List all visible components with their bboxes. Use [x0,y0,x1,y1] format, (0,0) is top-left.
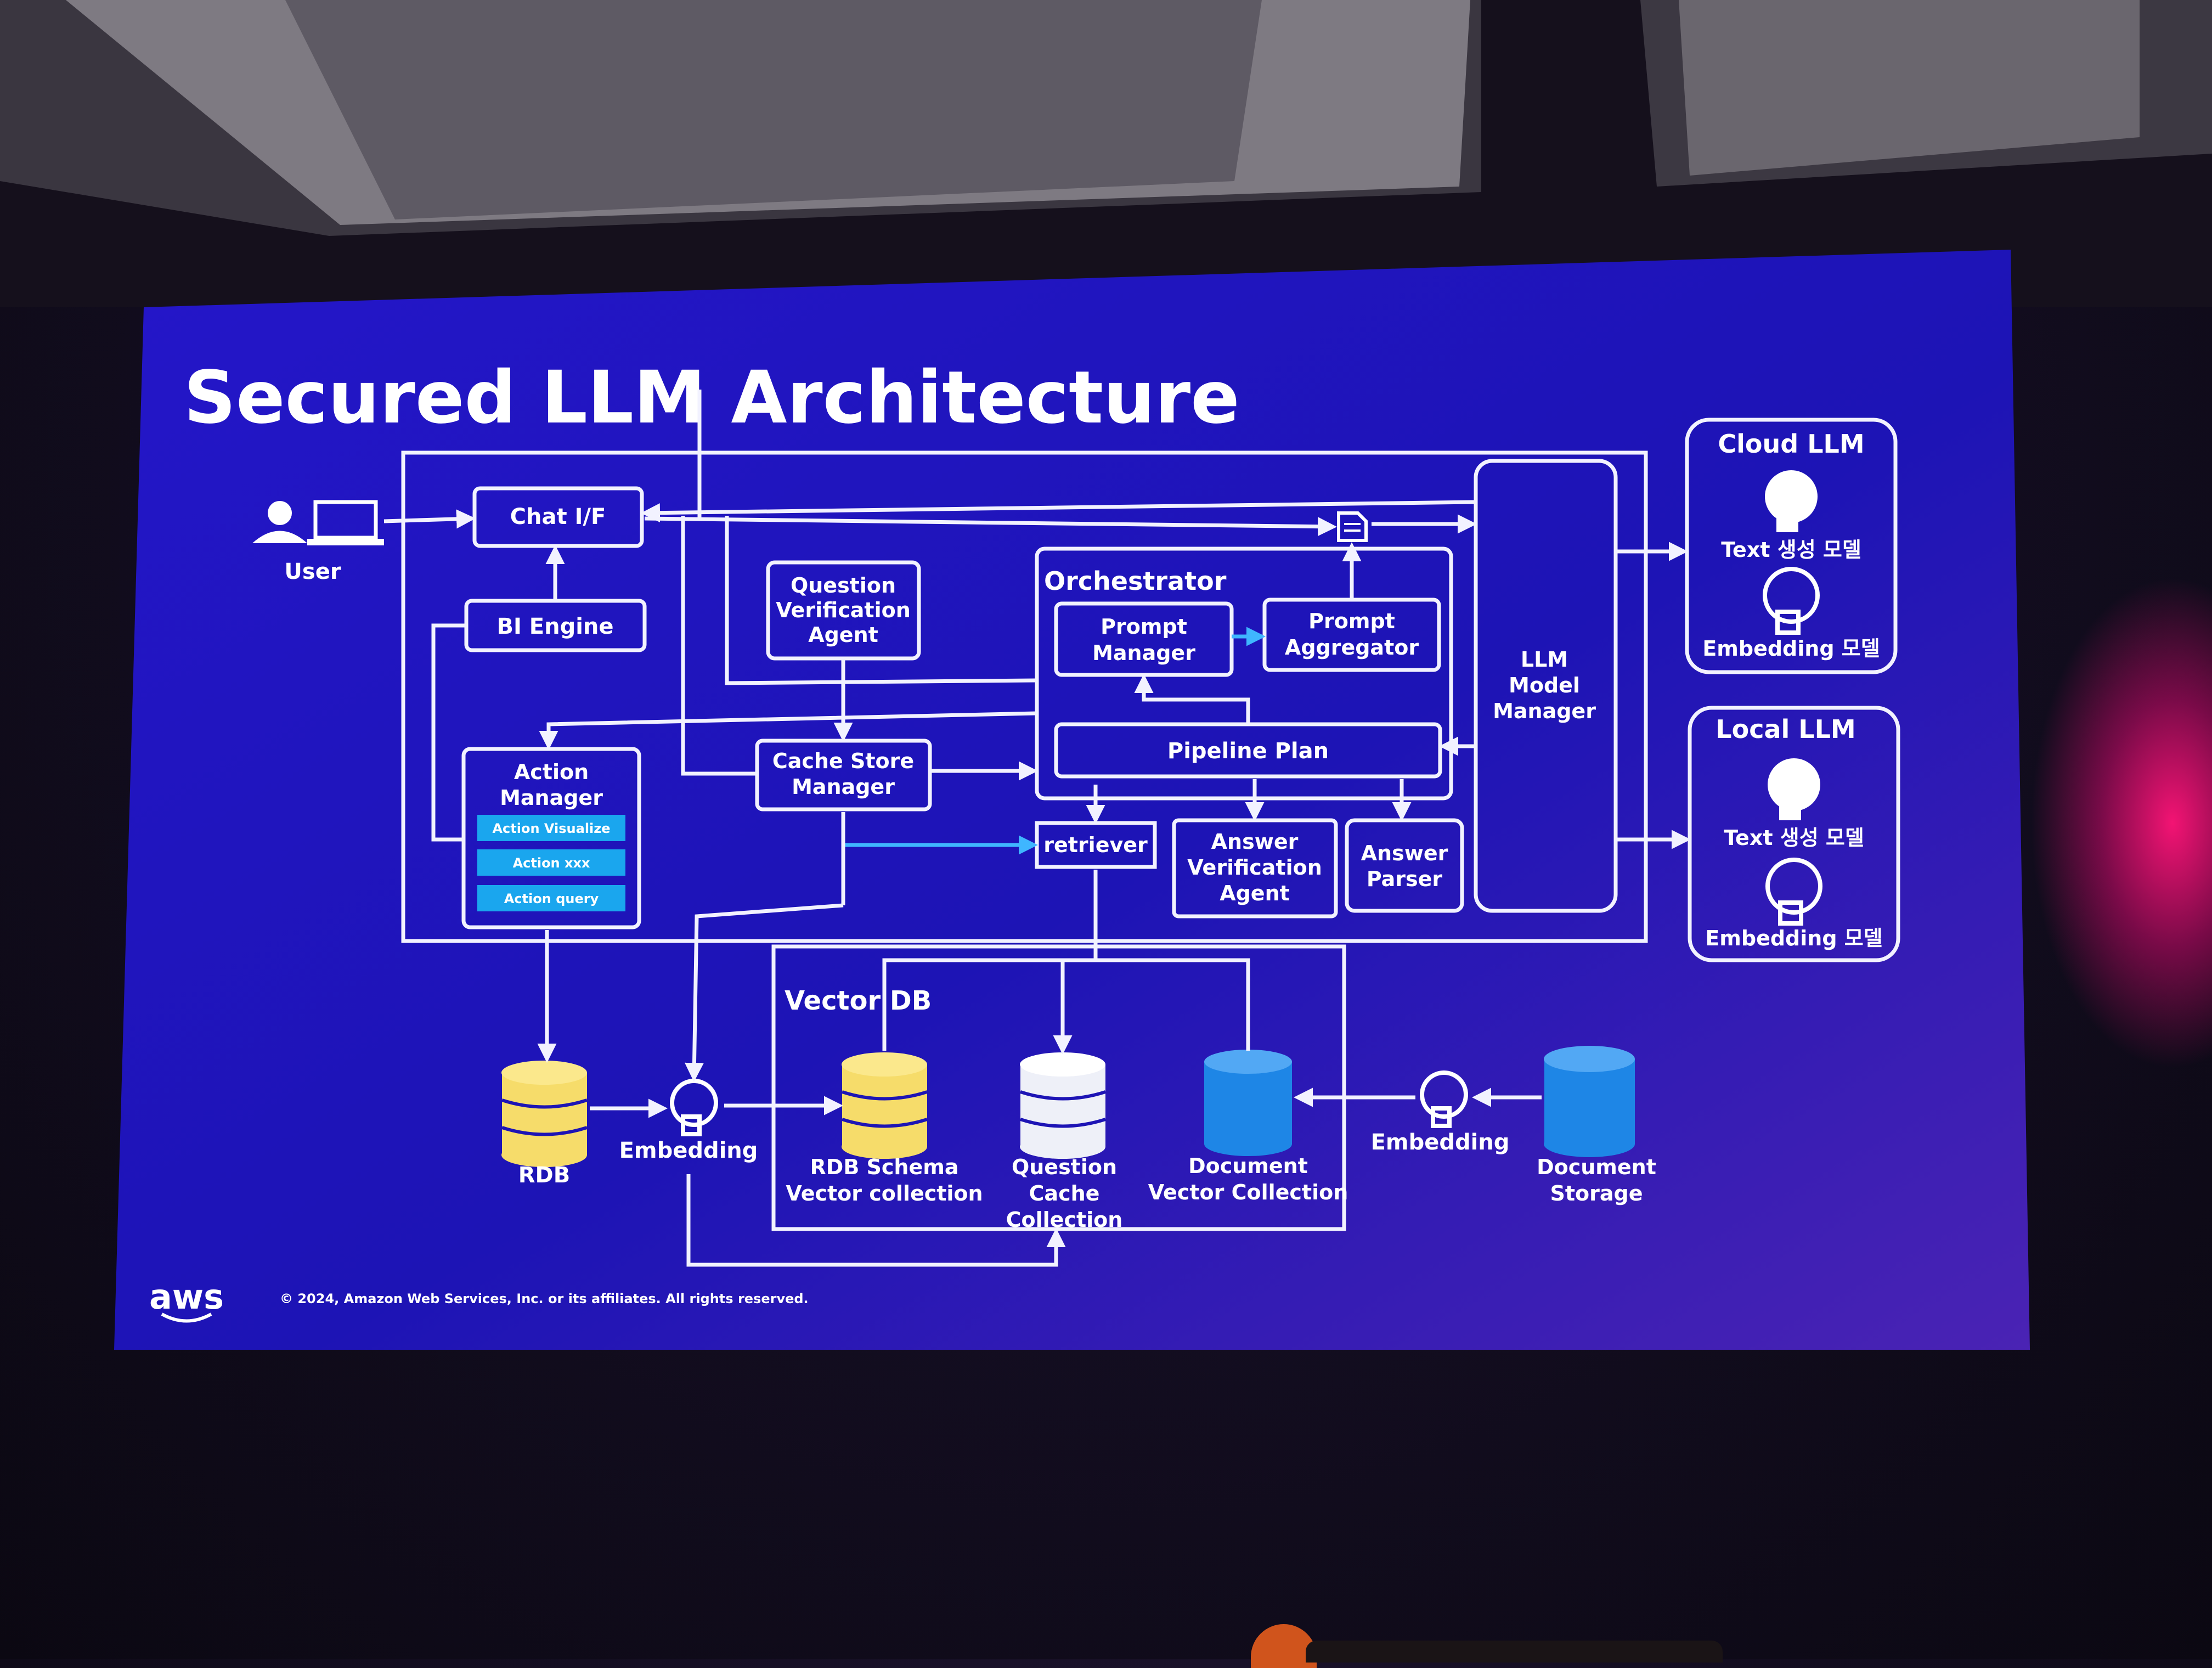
document-vector-label-1: Document [1188,1154,1308,1178]
llm-model-manager-label-1: LLM [1521,647,1568,672]
aws-smile-icon [161,1312,212,1323]
orchestrator-label: Orchestrator [1044,566,1227,596]
main-system-boundary [401,450,1648,943]
user-icon [252,500,384,545]
cloud-text-model: Text 생성 모델 [1721,538,1861,562]
prompt-manager-label-1: Prompt [1101,615,1187,639]
prompt-manager-label-2: Manager [1092,641,1195,665]
document-vector-label-2: Vector Collection [1148,1180,1348,1204]
cloud-llm-title: Cloud LLM [1718,429,1864,459]
cache-store-label-1: Cache Store [772,749,914,773]
llm-model-manager-box [1474,459,1618,913]
document-storage-label-2: Storage [1550,1181,1643,1205]
cloud-embedding-model: Embedding 모델 [1702,636,1880,661]
ceiling [0,0,2212,307]
document-storage-database-icon [1544,1046,1635,1157]
brain-head-icon [1768,758,1820,820]
document-storage-label-1: Document [1537,1155,1656,1179]
action-manager-label-1: Action [514,760,589,784]
diagram-connectors [383,390,1691,1267]
action-item-3 [477,885,625,911]
question-cache-label-1: Question [1012,1155,1117,1179]
question-cache-label-2: Cache [1029,1181,1100,1205]
user-label: User [284,559,341,584]
bi-engine-label: BI Engine [496,614,613,639]
local-llm-title: Local LLM [1716,714,1855,744]
brain-head-icon [1420,1070,1468,1128]
brain-head-icon [1763,567,1820,635]
question-cache-label-3: Collection [1006,1208,1123,1232]
llm-model-manager-label-2: Model [1509,673,1580,697]
prompt-aggregator-label-2: Aggregator [1285,635,1419,660]
question-cache-database-icon [1020,1052,1106,1159]
action-item-2 [477,849,625,876]
answer-parser-label-1: Answer [1361,841,1448,865]
slide-title: Secured LLM Architecture [184,356,1240,440]
action-item-1-label: Action Visualize [492,821,610,836]
answer-verification-label-2: Verification [1187,855,1322,880]
action-manager-label-2: Manager [500,786,603,810]
local-text-model: Text 생성 모델 [1724,826,1864,850]
pipeline-plan-label: Pipeline Plan [1167,739,1329,764]
embedding-left-label: Embedding [619,1138,758,1163]
aws-logo: aws [149,1277,224,1317]
brain-head-icon [1765,470,1818,532]
phone-edge [1306,1641,1723,1663]
embedding-right-label: Embedding [1371,1130,1510,1155]
copyright-text: © 2024, Amazon Web Services, Inc. or its… [280,1291,809,1306]
action-item-3-label: Action query [504,891,599,906]
answer-verification-label-3: Agent [1220,881,1290,905]
document-icon [1337,511,1368,542]
action-item-1 [477,815,625,841]
local-embedding-model: Embedding 모델 [1705,926,1882,950]
rdb-schema-label-2: Vector collection [786,1181,983,1205]
rdb-schema-database-icon [842,1052,928,1159]
question-verification-label-3: Agent [808,623,878,647]
vector-db-label: Vector DB [785,985,932,1016]
orchestrator-box [1035,546,1453,801]
answer-parser-label-2: Parser [1367,867,1443,891]
rdb-database-icon [501,1061,588,1167]
retriever-label: retriever [1043,833,1148,857]
question-verification-label-2: Verification [776,598,911,622]
answer-verification-label-1: Answer [1211,830,1299,854]
rdb-schema-label-1: RDB Schema [810,1155,959,1179]
action-item-2-label: Action xxx [513,855,590,871]
prompt-aggregator-label-1: Prompt [1308,609,1395,633]
chat-if-label: Chat I/F [510,504,606,529]
cache-store-label-2: Manager [792,775,895,799]
document-vector-database-icon [1204,1050,1292,1156]
brain-head-icon [1765,858,1822,926]
rdb-label: RDB [518,1163,571,1188]
question-verification-label-1: Question [791,573,896,598]
llm-model-manager-label-3: Manager [1493,699,1596,723]
